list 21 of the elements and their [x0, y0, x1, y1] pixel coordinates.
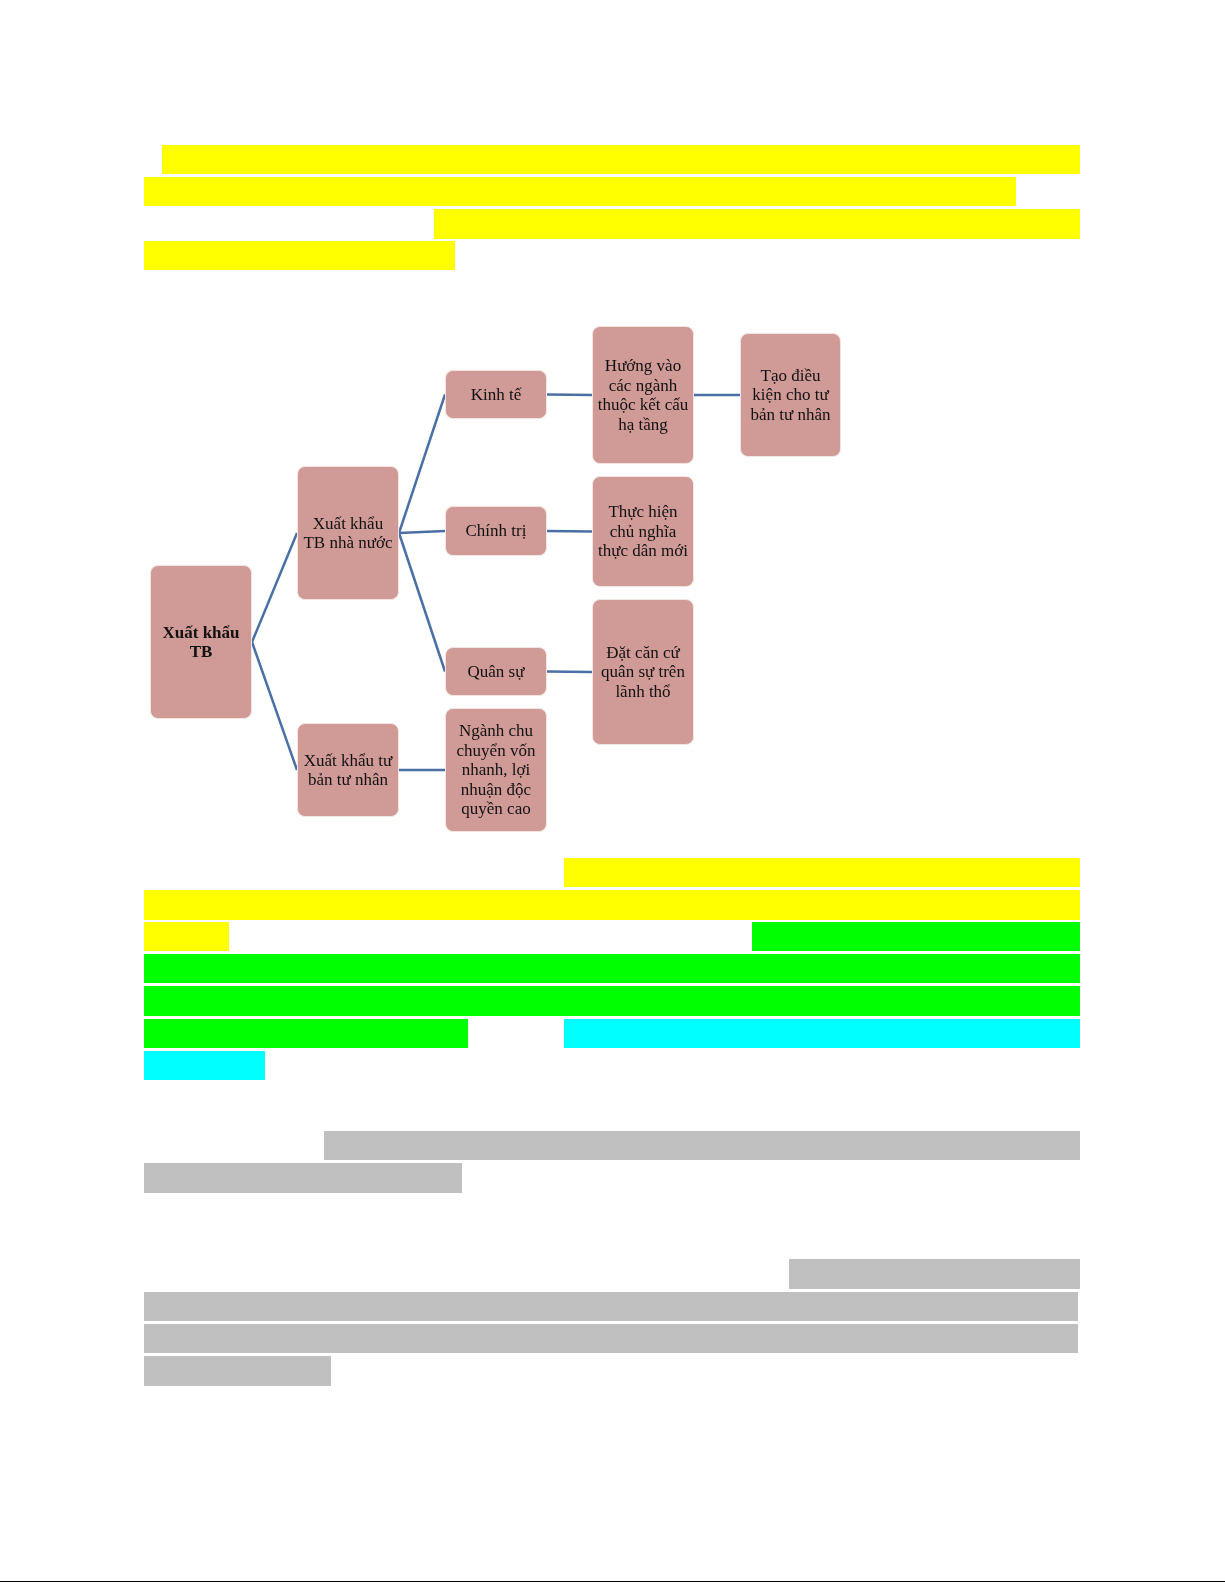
connector-line [250, 532, 299, 643]
process-box: Xuất khẩu tư bản tư nhân [297, 723, 399, 817]
connector-line [547, 670, 592, 674]
process-box: Xuất khẩu TB [150, 565, 252, 719]
connector-line [397, 532, 447, 672]
process-box: Hướng vào các ngành thuộc kết cấu hạ tầng [592, 326, 694, 464]
process-box: Quân sự [445, 647, 547, 696]
process-box: Thực hiện chủ nghĩa thực dân mới [592, 476, 694, 587]
connector-line [399, 768, 445, 772]
process-box: Tạo điều kiện cho tư bản tư nhân [740, 333, 841, 457]
connector-line [547, 529, 592, 533]
process-box: Đặt căn cứ quân sự trên lãnh thổ [592, 599, 694, 745]
process-box: Xuất khẩu TB nhà nước [297, 466, 399, 600]
process-box: Kinh tế [445, 370, 547, 419]
process-box: Ngành chu chuyển vốn nhanh, lợi nhuận độc quyền cao [445, 708, 547, 832]
connector-line [694, 393, 740, 397]
connector-line [547, 393, 592, 397]
connector-line [398, 529, 446, 535]
process-box: Chính trị [445, 506, 547, 556]
connector-line [397, 394, 447, 534]
connector-line [250, 641, 299, 771]
